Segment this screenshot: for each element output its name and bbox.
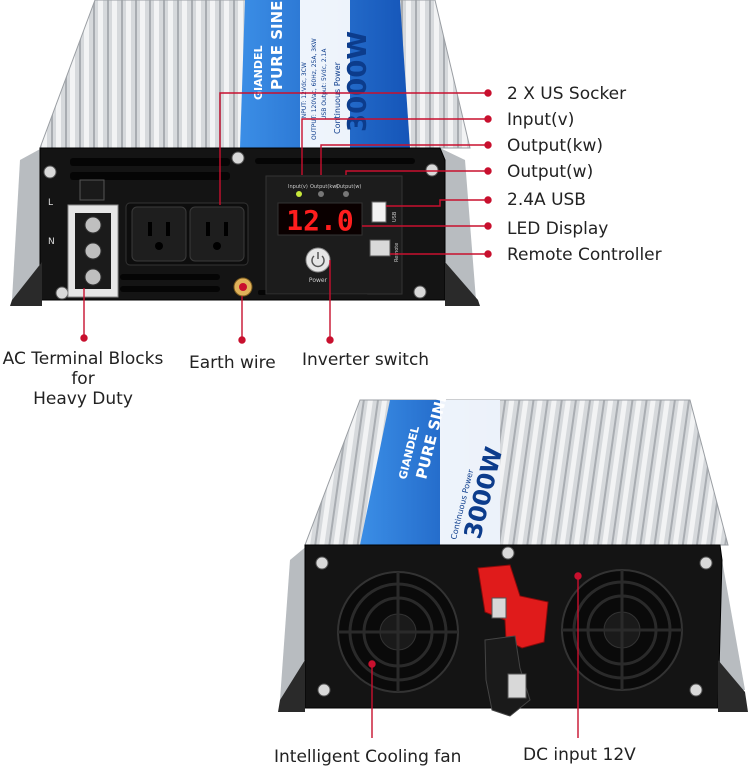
label-spec-3: USB Output: 5Vdc, 2.1A [321, 48, 328, 120]
cooling-fan-left [337, 571, 459, 693]
base-foot-bottom-left [278, 660, 305, 712]
label-cooling-fan: Intelligent Cooling fan [274, 747, 462, 767]
label-output-kw: Output(kw) [507, 136, 604, 156]
base-foot-bottom-right [718, 660, 748, 712]
label-ac-terminal-line3: Heavy Duty [33, 389, 133, 409]
label-dc-input: DC input 12V [523, 745, 636, 765]
white-label-strip-bottom [440, 400, 500, 545]
us-outlets [125, 202, 249, 266]
label-ac-terminal-line1: AC Terminal Blocks [2, 349, 164, 369]
base-foot-left [10, 262, 42, 306]
ac-terminal-block: L N [48, 179, 119, 298]
control-panel: Input(v) Output(kw) Output(w) 12.0 USB R… [265, 175, 403, 295]
terminal-l-label: L [48, 198, 53, 208]
terminal-n-label: N [48, 237, 55, 247]
earth-wire-jack [233, 277, 253, 297]
label-spec-2: OUTPUT: 120Vac, 60Hz, 25A, 3KW [311, 38, 318, 140]
led-display [277, 202, 363, 236]
label-continuous: Continuous Power [333, 61, 342, 134]
label-inverter-switch: Inverter switch [302, 350, 430, 370]
label-ac-terminal-line2: for [71, 369, 95, 389]
top-inverter: GIANDEL PURE SINE 3000W Continuous Power… [10, 0, 480, 306]
leader-lines-top [80, 89, 492, 344]
label-earth-wire: Earth wire [189, 353, 276, 373]
label-model: 3000W [343, 31, 373, 132]
screws-top [43, 151, 439, 300]
label-ac-terminal-blocks: AC Terminal Blocks for Heavy Duty [0, 349, 166, 409]
screws-bottom [315, 546, 713, 697]
usb-port [371, 201, 387, 223]
label-led-display: LED Display [507, 219, 609, 239]
heatsink-side-right [440, 148, 476, 300]
power-icon [311, 255, 325, 268]
label-remote-controller: Remote Controller [507, 245, 662, 265]
label-usb: 2.4A USB [507, 190, 586, 210]
label-spec-1: INPUT: 12Vdc, 3CW [301, 62, 308, 120]
heatsink-bottom-side-left [280, 545, 308, 700]
label-output-w: Output(w) [507, 162, 594, 182]
label-input-v: Input(v) [507, 110, 575, 130]
leader-lines-bottom [368, 572, 582, 738]
bottom-inverter: PURE SINE GIANDEL 3000W Continuous Power [278, 390, 748, 717]
label-brand: GIANDEL [252, 46, 265, 101]
indicator-input-led [296, 191, 302, 197]
power-button [305, 247, 331, 273]
label-us-socket: 2 X US Socker [507, 84, 627, 104]
indicator-output-kw-led [318, 191, 324, 197]
cooling-fan-right [561, 569, 683, 691]
white-label-strip [300, 0, 350, 148]
indicator-output-kw-text: Output(kw) [310, 184, 338, 190]
heatsink-side-left [12, 148, 42, 300]
power-text: Power [309, 277, 328, 284]
led-display-value: 12.0 [286, 204, 353, 237]
indicator-output-w-led [343, 191, 349, 197]
remote-text: Remote [394, 243, 400, 262]
indicator-output-w-text: Output(w) [336, 184, 361, 190]
base-foot-right [445, 262, 480, 306]
dc-input-terminals [477, 564, 549, 717]
usb-text: USB [392, 211, 398, 222]
indicator-input-text: Input(v) [288, 184, 308, 190]
remote-port [369, 239, 391, 257]
label-series: PURE SINE [268, 1, 286, 90]
